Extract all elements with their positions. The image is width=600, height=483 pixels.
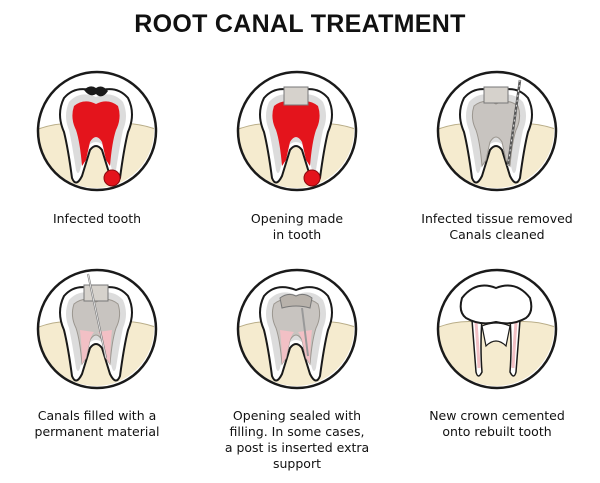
sealed-tooth-icon <box>236 268 358 390</box>
caption-line: Opening sealed with <box>232 408 362 423</box>
caption-line: Canals filled with a <box>37 408 157 423</box>
step-caption: Infected tooth <box>7 211 187 227</box>
step-caption: Opening made in tooth <box>207 211 387 243</box>
crowned-tooth-icon <box>436 268 558 390</box>
caption-line: New crown cemented <box>429 408 565 423</box>
step-opening: Opening made in tooth <box>207 70 387 250</box>
caption-line: in tooth <box>272 227 322 242</box>
step-sealed: Opening sealed with filling. In some cas… <box>207 268 387 478</box>
opened-tooth-icon <box>236 70 358 192</box>
caption-line: Infected tissue removed <box>421 211 573 226</box>
step-crowned: New crown cemented onto rebuilt tooth <box>407 268 587 468</box>
diagram-title: ROOT CANAL TREATMENT <box>134 10 466 38</box>
caption-line: Opening made <box>250 211 344 226</box>
caption-line: a post is inserted extra <box>224 440 370 455</box>
infected-tooth-icon <box>36 70 158 192</box>
caption-line: filling. In some cases, <box>229 424 365 439</box>
caption-line: Infected tooth <box>52 211 142 226</box>
step-cleaned: Infected tissue removed Canals cleaned <box>407 70 587 250</box>
filled-canals-icon <box>36 268 158 390</box>
step-caption: Canals filled with a permanent material <box>7 408 187 440</box>
cleaned-canals-icon <box>436 70 558 192</box>
step-caption: Infected tissue removed Canals cleaned <box>407 211 587 243</box>
caption-line: Canals cleaned <box>449 227 545 242</box>
caption-line: support <box>273 456 321 471</box>
caption-line: onto rebuilt tooth <box>442 424 552 439</box>
step-filled: Canals filled with a permanent material <box>7 268 187 468</box>
step-caption: Opening sealed with filling. In some cas… <box>207 408 387 472</box>
step-caption: New crown cemented onto rebuilt tooth <box>407 408 587 440</box>
caption-line: permanent material <box>34 424 160 439</box>
step-infected: Infected tooth <box>7 70 187 250</box>
